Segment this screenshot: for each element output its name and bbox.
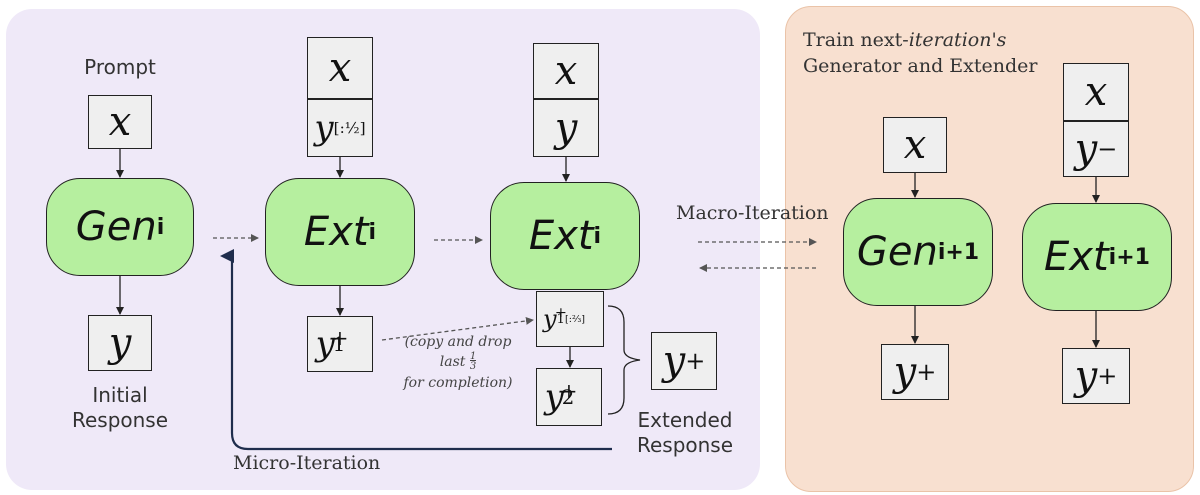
gen-next-x-box: x bbox=[883, 117, 947, 173]
combine-brace bbox=[607, 305, 641, 415]
ext-next-y-minus-box: y− bbox=[1063, 121, 1129, 177]
extended-response-y-plus-box: y+ bbox=[651, 332, 717, 390]
ext2-x-box: x bbox=[533, 43, 599, 99]
prompt-x-box: x bbox=[88, 95, 152, 149]
ext-next-y-plus-box: y+ bbox=[1062, 348, 1130, 404]
micro-iteration-label: Micro-Iteration bbox=[233, 452, 381, 474]
ext-next-x-box: x bbox=[1063, 63, 1129, 121]
ext2-y-box: y bbox=[533, 99, 599, 157]
gen-next-y-plus-box: y+ bbox=[881, 344, 949, 400]
micro-iteration-return-arrow bbox=[220, 249, 612, 451]
initial-response-y-box: y bbox=[88, 315, 152, 371]
ext1-x-box: x bbox=[307, 37, 373, 99]
prompt-label: Prompt bbox=[84, 55, 156, 79]
ext1-y-half-box: y[:½] bbox=[307, 99, 373, 157]
macro-iteration-label: Macro-Iteration bbox=[676, 202, 829, 224]
dashed-arrow-copy-y1 bbox=[381, 316, 534, 341]
